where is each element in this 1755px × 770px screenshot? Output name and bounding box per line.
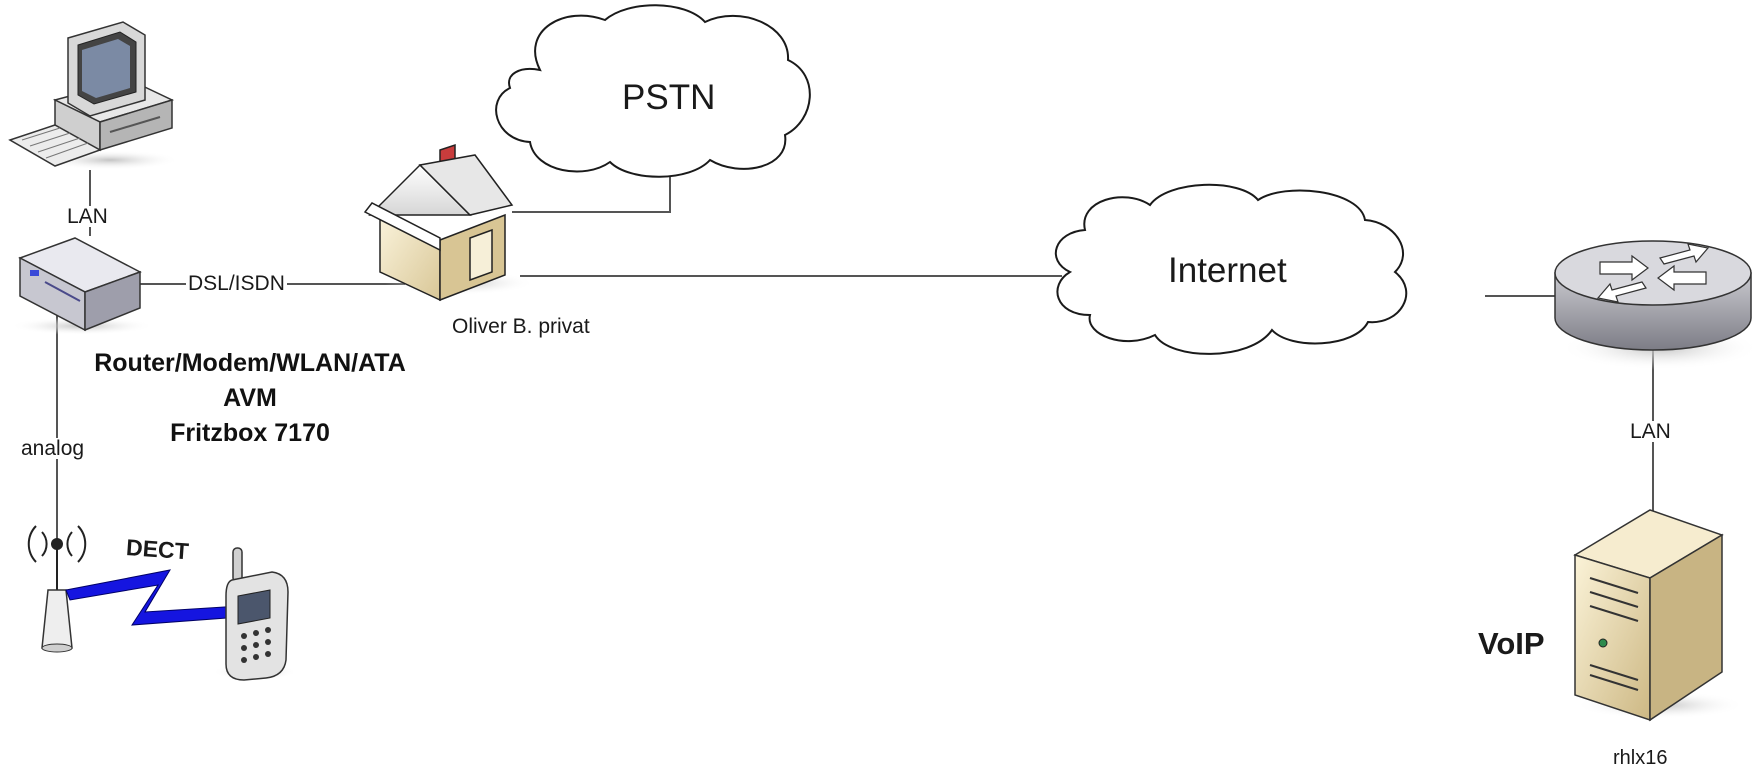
router-name-line-1: Router/Modem/WLAN/ATA [94,349,406,377]
house-label: Oliver B. privat [452,315,590,338]
internet-label: Internet [1168,251,1287,290]
pstn-label: PSTN [622,78,716,117]
desktop-computer-icon [8,21,180,170]
dsl-isdn-link-label: DSL/ISDN [186,272,287,295]
dect-label: DECT [125,534,190,565]
pc-lan-link-label: LAN [65,205,110,228]
cordless-phone-icon [213,547,297,681]
analog-link-label: analog [19,437,87,460]
dect-base-station-icon [27,525,87,653]
router-modem-icon [10,237,154,335]
network-router-icon [1554,240,1755,370]
router-name-line-2: AVM [223,384,277,412]
connections [56,142,1654,545]
internet-cloud-icon [1054,183,1408,355]
house-icon [363,143,535,302]
server-title-label: VoIP [1478,626,1545,661]
server-icon [1573,509,1745,722]
server-lan-link-label: LAN [1628,420,1673,443]
router-name-line-3: Fritzbox 7170 [170,419,330,447]
dect-link-bolt-icon [65,569,241,626]
server-hostname-label: rhlx16 [1613,747,1668,769]
router-name-block: Router/Modem/WLAN/ATA AVM Fritzbox 7170 [45,346,455,451]
pstn-cloud-icon [495,4,811,178]
